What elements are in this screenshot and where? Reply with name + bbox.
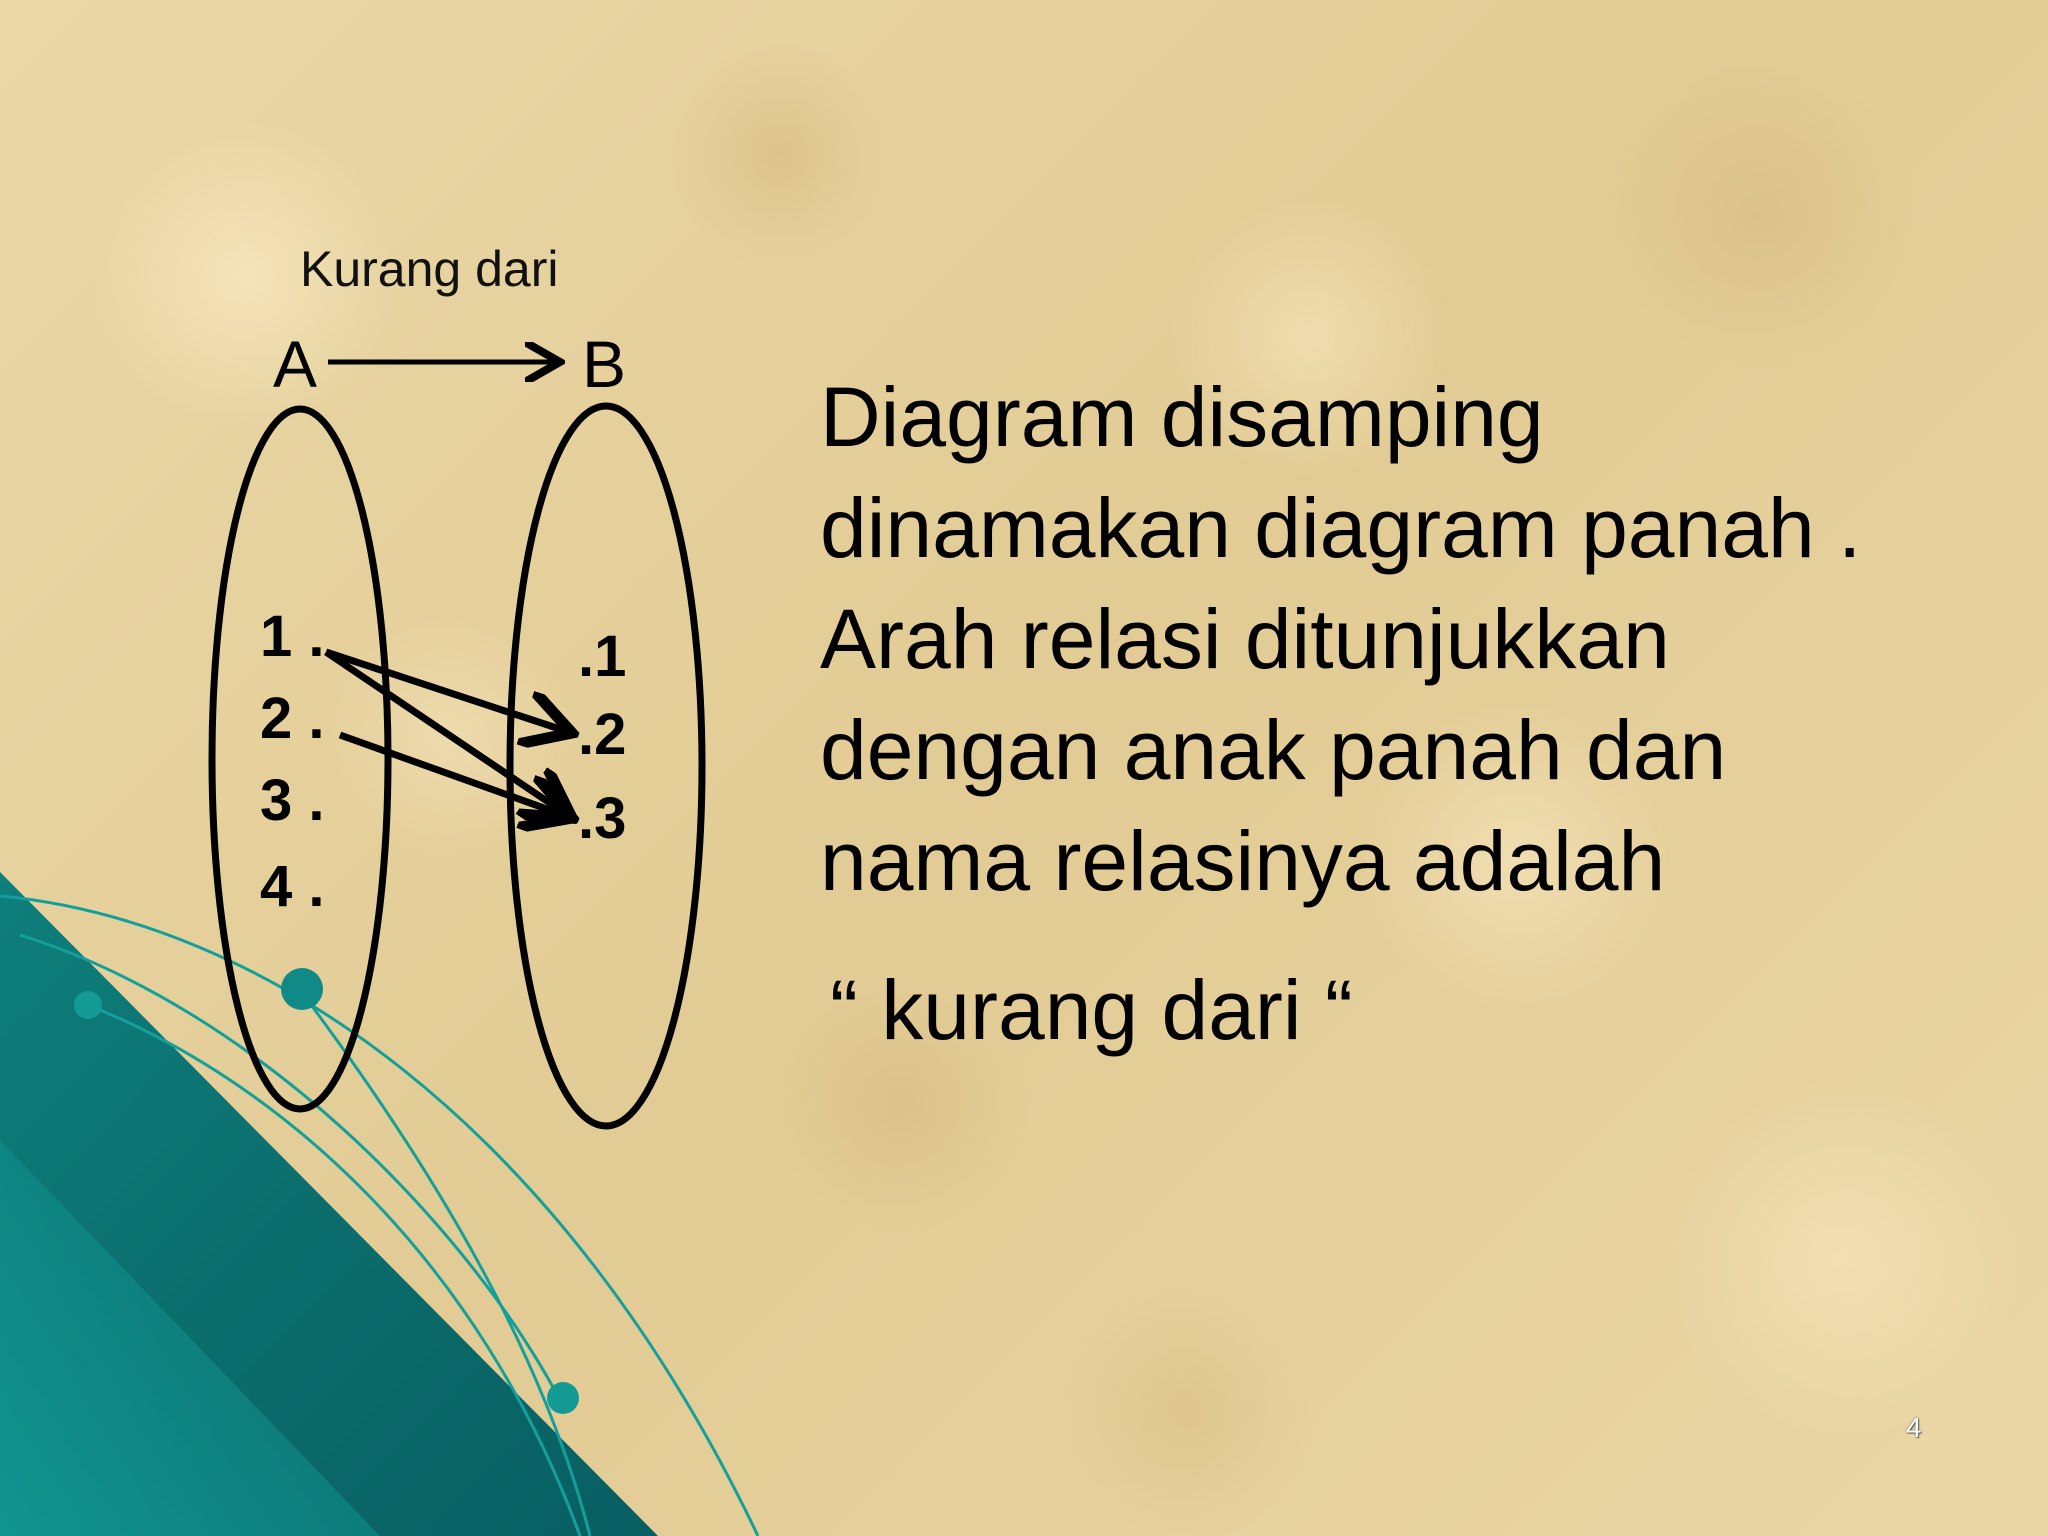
teal-wedge-highlight xyxy=(0,1140,380,1536)
set-b-oval xyxy=(506,402,706,1130)
set-b-element-3: .3 xyxy=(578,786,627,851)
set-a-oval xyxy=(208,405,392,1113)
relation-arrow-1-to-3 xyxy=(324,649,572,818)
set-b-element-2: .2 xyxy=(578,702,627,767)
teal-dot-bottom xyxy=(547,1382,579,1414)
set-a-element-4: 4 . xyxy=(260,854,325,919)
explanation-line: dengan anak panah dan xyxy=(820,702,1727,797)
relation-arrows xyxy=(324,648,572,818)
teal-dot-large xyxy=(281,968,323,1010)
relation-arrow-1-to-2 xyxy=(324,648,572,733)
set-b-label: B xyxy=(582,327,627,401)
slide-number: 4 xyxy=(1906,1412,1922,1443)
set-a-label: A xyxy=(273,327,318,401)
relation-arrow-2-to-3 xyxy=(338,731,572,818)
set-a-element-1: 1 . xyxy=(260,604,325,669)
relation-title: Kurang dari xyxy=(300,241,559,297)
set-a-element-3: 3 . xyxy=(260,768,325,833)
explanation-text: Diagram disamping dinamakan diagram pana… xyxy=(820,362,1861,916)
explanation-line: Arah relasi ditunjukkan xyxy=(820,591,1670,686)
set-b-element-1: .1 xyxy=(578,624,627,689)
explanation-line: nama relasinya adalah xyxy=(820,813,1666,908)
relation-quote: “ kurang dari “ xyxy=(830,963,1353,1057)
explanation-line: dinamakan diagram panah . xyxy=(820,480,1862,575)
teal-dot-small xyxy=(74,991,102,1019)
set-a-element-2: 2 . xyxy=(260,686,325,751)
explanation-line: Diagram disamping xyxy=(820,370,1544,464)
decorative-curves xyxy=(0,894,760,1536)
